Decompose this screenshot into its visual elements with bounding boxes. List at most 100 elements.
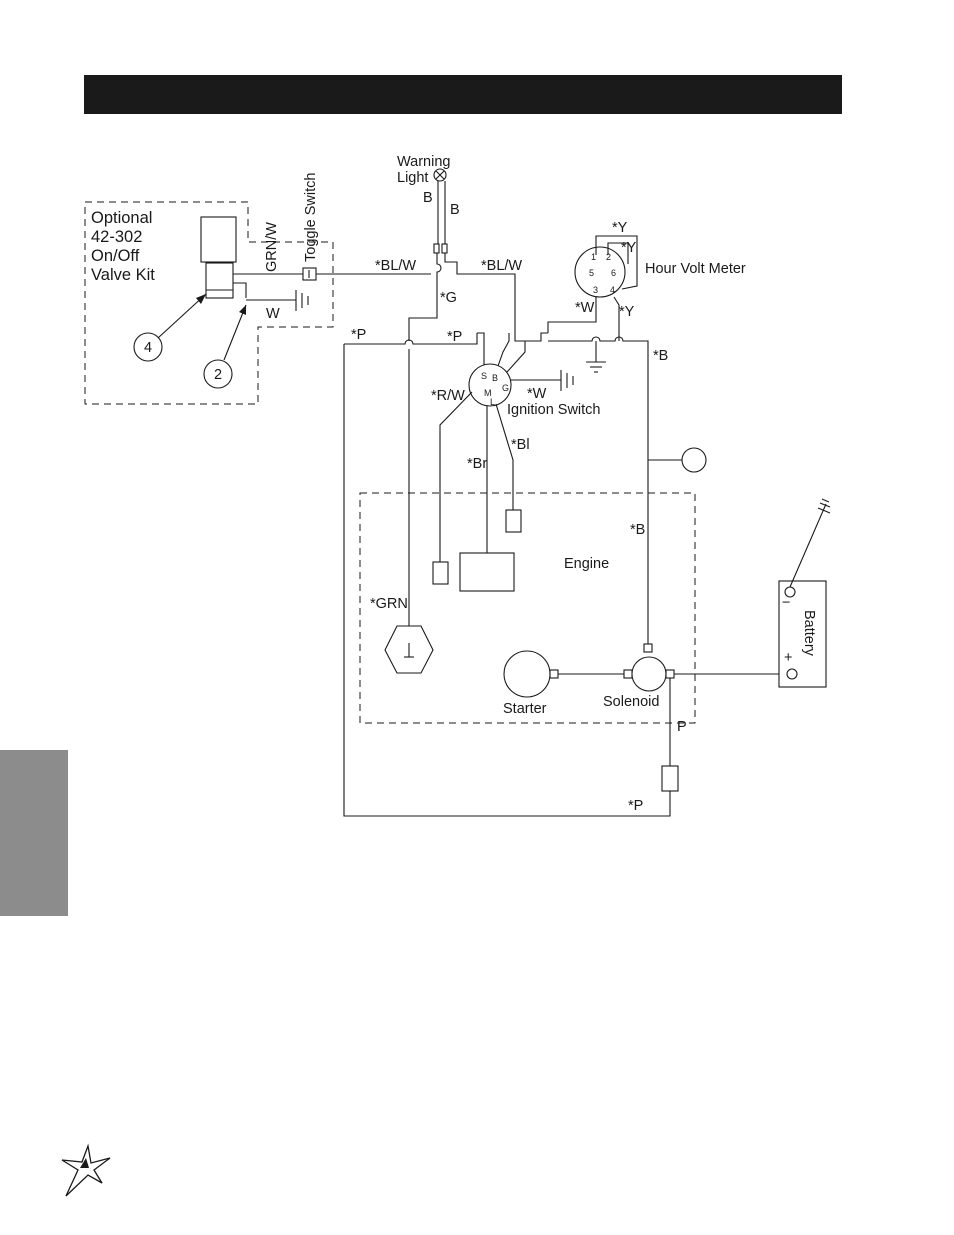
label-g: *G <box>440 290 457 306</box>
callout-2-leader <box>223 304 247 361</box>
valve-wire-out <box>233 282 247 298</box>
label-p-bottom: *P <box>628 798 643 814</box>
label-b-engine: *B <box>630 522 645 538</box>
warning-light-label-1: Warning <box>397 154 450 170</box>
meter-ground-symbol <box>586 361 606 373</box>
label-r-w: *R/W <box>431 388 465 404</box>
label-w-meter: *W <box>575 300 595 316</box>
switch-pin-s: S <box>481 371 487 381</box>
starter-label: Starter <box>503 701 547 717</box>
meter-pin-2: 2 <box>606 252 611 262</box>
solenoid-body <box>631 656 667 692</box>
battery-ground-symbol <box>817 498 831 514</box>
kit-label-line2: 42-302 <box>91 228 142 246</box>
kit-label-line3: On/Off <box>91 247 140 265</box>
solenoid-label: Solenoid <box>603 694 659 710</box>
wire-p-top <box>344 333 478 345</box>
meter-pin-4: 4 <box>610 285 615 295</box>
engine-label: Engine <box>564 556 609 572</box>
wire-ignition-bundle-3 <box>514 332 548 342</box>
engine-connector-right <box>505 509 522 533</box>
engine-outline <box>359 492 696 724</box>
starter-motor <box>503 650 551 698</box>
label-bl: *Bl <box>511 437 530 453</box>
side-section-tab <box>0 750 68 916</box>
callout-4-arrowhead <box>196 294 206 304</box>
label-b-right: *B <box>653 348 668 364</box>
wire-bl <box>495 403 514 510</box>
hour-volt-meter-body <box>574 246 626 298</box>
meter-pin-3: 3 <box>593 285 598 295</box>
switch-pin-g: G <box>502 383 509 393</box>
wire-y-loop-outer <box>595 235 638 290</box>
meter-pin-1: 1 <box>591 252 596 262</box>
solenoid-top-terminal <box>643 643 653 653</box>
wire-y-down <box>613 296 620 341</box>
label-y-2: *Y <box>621 240 637 256</box>
wire-ignition-bundle-2 <box>497 333 510 367</box>
label-grn: *GRN <box>370 596 408 612</box>
wire-y-loop-inner <box>607 242 629 264</box>
callout-2-label: 2 <box>214 367 222 383</box>
ignition-switch-label: Ignition Switch <box>507 402 601 418</box>
wire-ignition-bundle-1 <box>477 332 485 366</box>
callout-4-leader <box>157 293 207 339</box>
kit-label-line4: Valve Kit <box>91 266 155 284</box>
ignition-switch-body <box>468 363 512 407</box>
brand-logo-icon <box>61 1143 111 1197</box>
wire-ignition-bundle-4 <box>506 341 526 373</box>
toggle-switch-label: Toggle Switch <box>303 173 319 262</box>
inline-fuse <box>661 765 679 792</box>
wire-bl-w-2 <box>444 253 516 333</box>
starter-terminal <box>549 669 559 679</box>
switch-pin-l: L <box>490 397 495 407</box>
kit-ground-symbol <box>295 290 309 311</box>
label-p-2: *P <box>447 329 462 345</box>
callout-2-arrowhead <box>239 305 246 315</box>
kit-label-line1: Optional <box>91 209 152 227</box>
meter-pin-6: 6 <box>611 268 616 278</box>
battery-positive-sign: + <box>784 650 792 666</box>
wire-b-right-top <box>548 336 682 461</box>
label-bl-w-2: *BL/W <box>481 258 522 274</box>
warning-connector-right <box>441 243 448 254</box>
label-y-1: *Y <box>612 220 628 236</box>
section-header-bar <box>84 75 842 114</box>
label-br: *Br <box>467 456 487 472</box>
label-p-plain: P <box>677 719 687 735</box>
label-y-3: *Y <box>619 304 635 320</box>
callout-4-label: 4 <box>144 340 152 356</box>
engine-connector-left <box>432 561 449 585</box>
meter-pin-5: 5 <box>589 268 594 278</box>
valve-body <box>205 262 234 299</box>
harness-connector-circle <box>681 447 707 473</box>
warning-light-label-2: Light <box>397 170 428 186</box>
callout-2-circle <box>203 359 233 389</box>
warning-light-x2 <box>435 170 445 180</box>
battery-label: Battery <box>801 610 817 657</box>
engine-module <box>459 552 515 592</box>
switch-pin-m: M <box>484 388 492 398</box>
label-b-2: B <box>450 202 460 218</box>
solenoid-right-terminal <box>665 669 675 679</box>
wire-w-meter <box>547 297 597 333</box>
battery-negative-sign: − <box>782 595 790 611</box>
label-w-kit: W <box>266 306 280 322</box>
battery-body <box>778 580 827 688</box>
switch-ground-symbol <box>560 370 574 391</box>
hour-volt-meter-label: Hour Volt Meter <box>645 261 746 277</box>
solenoid-left-terminal <box>623 669 633 679</box>
wire-battery-ground <box>789 503 827 588</box>
label-p-1: *P <box>351 327 366 343</box>
wire-p-loop <box>343 344 671 817</box>
optional-kit-outline <box>84 201 334 405</box>
label-b-1: B <box>423 190 433 206</box>
label-w-switch: *W <box>527 386 547 402</box>
wire-g <box>408 253 442 341</box>
warning-connector-left <box>433 243 440 254</box>
valve-coil <box>200 216 237 263</box>
label-bl-w-1: *BL/W <box>375 258 416 274</box>
wire-r-w <box>439 391 473 562</box>
switch-pin-b: B <box>492 373 498 383</box>
